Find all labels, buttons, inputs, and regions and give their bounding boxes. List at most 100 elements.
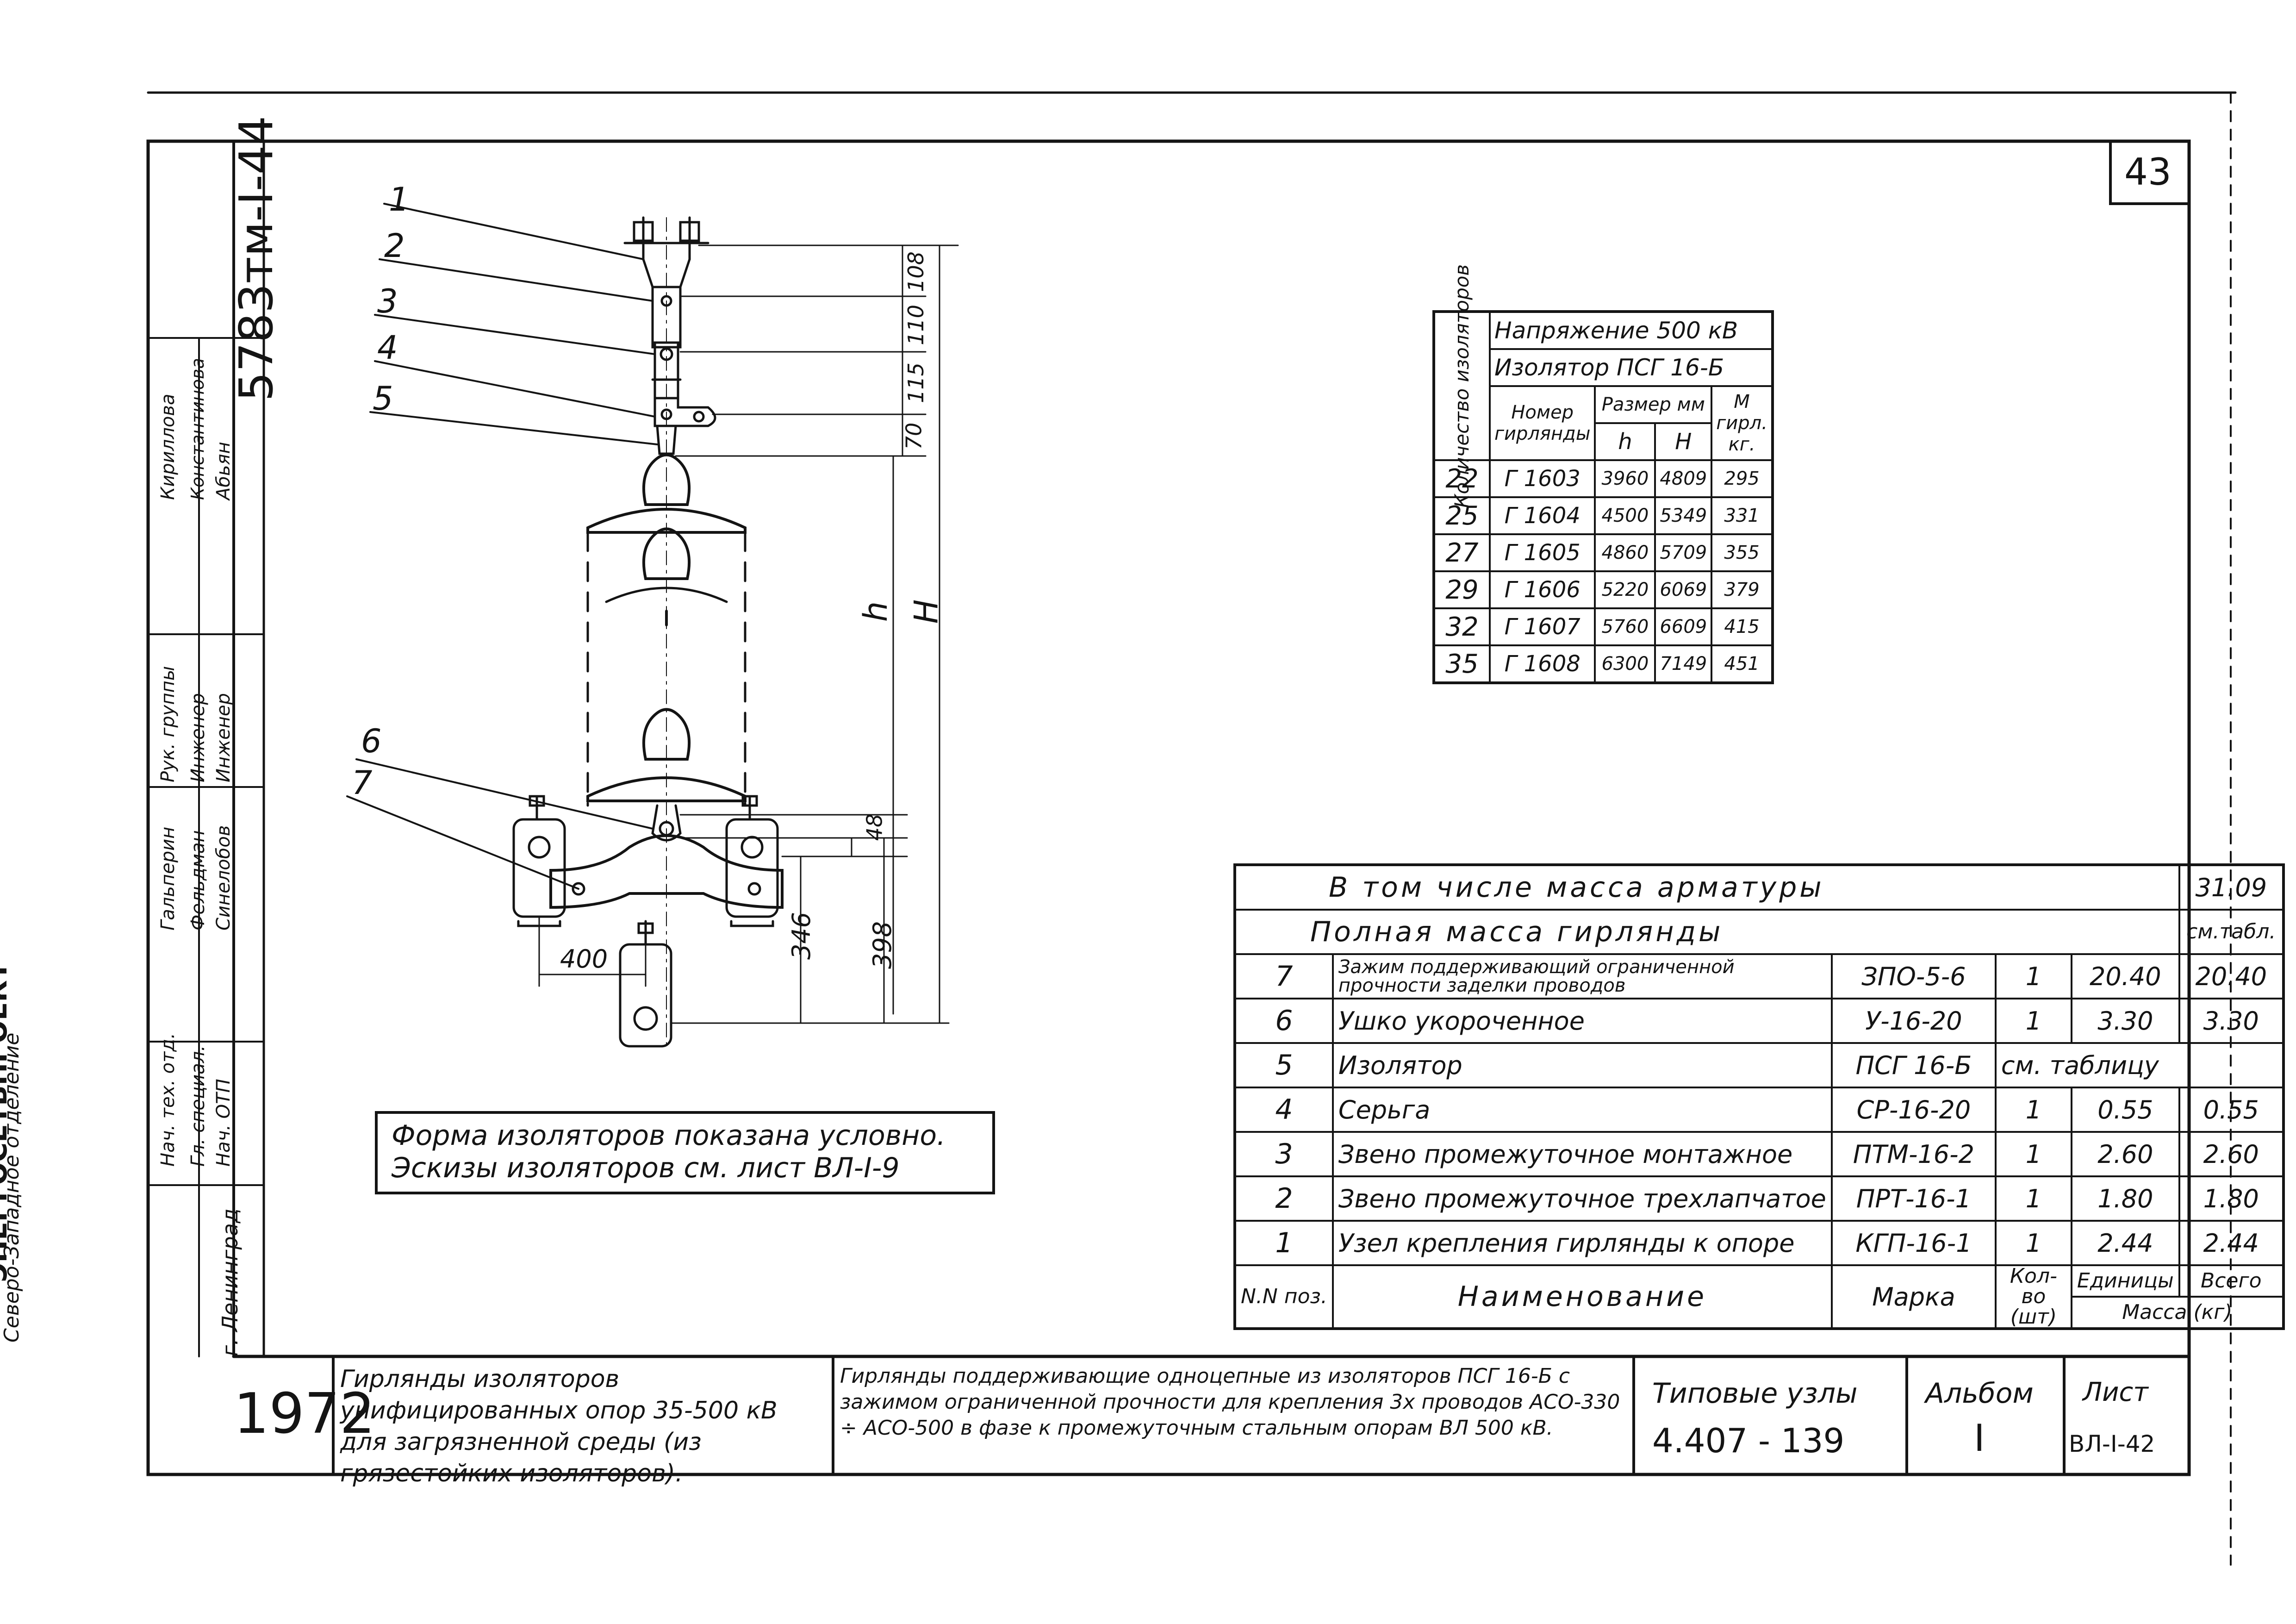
album-value: I xyxy=(1974,1417,1985,1460)
signature-role: Инженер xyxy=(213,693,234,782)
parts-header-total: Всего xyxy=(2178,1264,2284,1298)
iso-h: 6300 xyxy=(1594,644,1656,684)
part-mark: ПСГ 16-Б xyxy=(1830,1042,1997,1088)
iso-row: 27 Г 1605 4860 5709 355 xyxy=(1433,533,1773,572)
note-line-1: Форма изоляторов показана условно. xyxy=(392,1119,946,1152)
parts-row: 2 Звено промежуточное трехлапчатое ПРТ-1… xyxy=(1234,1175,2284,1222)
parts-header-mass: Масса (кг) xyxy=(2070,1295,2284,1330)
part-total-mass: 0.55 xyxy=(2178,1087,2284,1133)
iso-col-size: Размер мм xyxy=(1594,385,1713,424)
iso-H: 6609 xyxy=(1654,607,1713,646)
sheet-number: 43 xyxy=(2124,150,2172,194)
iso-count: 35 xyxy=(1433,644,1491,684)
signature-role: Рук. группы xyxy=(157,666,179,782)
part-name: Звено промежуточное трехлапчатое xyxy=(1332,1175,1833,1222)
note-line-2: Эскизы изоляторов см. лист ВЛ-I-9 xyxy=(392,1152,900,1184)
signature-role: Нач. тех. отд. xyxy=(157,1033,179,1167)
parts-table: В том числе масса арматуры 31.09 Полная … xyxy=(1233,863,2285,1330)
part-no: 1 xyxy=(1234,1220,1334,1266)
iso-number: Г 1608 xyxy=(1488,644,1596,684)
part-qty: 1 xyxy=(1994,1087,2072,1133)
part-name: Узел крепления гирлянды к опоре xyxy=(1332,1220,1833,1266)
part-qty: 1 xyxy=(1994,1220,2072,1266)
dim-H: H xyxy=(907,599,946,624)
part-qty: 1 xyxy=(1994,1131,2072,1177)
iso-row: 32 Г 1607 5760 6609 415 xyxy=(1433,607,1773,646)
part-total-mass: 20.40 xyxy=(2178,953,2284,999)
part-unit-mass: 2.60 xyxy=(2070,1131,2180,1177)
part-total-mass: 3.30 xyxy=(2178,998,2284,1044)
iso-mass: 415 xyxy=(1711,607,1773,646)
dim-400: 400 xyxy=(560,944,608,974)
iso-H: 5709 xyxy=(1654,533,1713,572)
dim-115: 115 xyxy=(903,362,928,403)
iso-count: 29 xyxy=(1433,570,1491,609)
dim-108: 108 xyxy=(903,251,928,292)
stamp-code: 5783тм-I-44 xyxy=(229,115,284,402)
iso-number: Г 1603 xyxy=(1488,459,1596,498)
signature-role: Инженер xyxy=(187,693,209,782)
dim-110: 110 xyxy=(903,305,928,345)
part-no: 6 xyxy=(1234,998,1334,1044)
iso-number: Г 1604 xyxy=(1488,496,1596,535)
sheet-label: Лист xyxy=(2083,1377,2148,1407)
iso-h: 5760 xyxy=(1594,607,1656,646)
signature-name: Фельдман xyxy=(187,830,209,931)
iso-h: 4860 xyxy=(1594,533,1656,572)
parts-header-unit: Единицы xyxy=(2070,1264,2180,1298)
signature-role: Нач. ОТП xyxy=(213,1079,234,1167)
iso-col-H: H xyxy=(1654,422,1713,461)
dim-398: 398 xyxy=(868,921,897,969)
part-mark: КГП-16-1 xyxy=(1830,1220,1997,1266)
part-total-mass: 2.44 xyxy=(2178,1220,2284,1266)
signature-role: Гл. специал. xyxy=(187,1045,209,1167)
signature-name: Константинова xyxy=(187,358,208,500)
iso-h: 3960 xyxy=(1594,459,1656,498)
fitting-mass-value: 31.09 xyxy=(2178,864,2284,911)
org-line-3: г. Ленинград xyxy=(218,1208,243,1356)
part-unit-mass: 1.80 xyxy=(2070,1175,2180,1222)
callout-4: 4 xyxy=(377,329,398,367)
part-name: Серьга xyxy=(1332,1087,1833,1133)
parts-header-mark: Марка xyxy=(1830,1264,1997,1330)
iso-mass: 379 xyxy=(1711,570,1773,609)
iso-count: 27 xyxy=(1433,533,1491,572)
iso-number: Г 1605 xyxy=(1488,533,1596,572)
part-mark: ПТМ-16-2 xyxy=(1830,1131,1997,1177)
part-qty: см. таблицу xyxy=(1994,1042,2284,1088)
parts-header-name: Наименование xyxy=(1332,1264,1833,1330)
typical-units-label: Типовые узлы xyxy=(1652,1377,1858,1410)
parts-header-no: N.N поз. xyxy=(1234,1264,1334,1330)
parts-row: 1 Узел крепления гирлянды к опоре КГП-16… xyxy=(1234,1220,2284,1266)
part-mark: СР-16-20 xyxy=(1830,1087,1997,1133)
total-mass-value: см.табл. xyxy=(2178,909,2284,955)
dim-48: 48 xyxy=(862,813,887,841)
iso-mass: 451 xyxy=(1711,644,1773,684)
part-unit-mass: 3.30 xyxy=(2070,998,2180,1044)
callout-7: 7 xyxy=(352,764,373,802)
callout-1: 1 xyxy=(389,181,410,219)
part-qty: 1 xyxy=(1994,1175,2072,1222)
parts-row: 6 Ушко укороченное У-16-20 1 3.30 3.30 xyxy=(1234,998,2284,1044)
parts-row: 4 Серьга СР-16-20 1 0.55 0.55 xyxy=(1234,1087,2284,1133)
part-qty: 1 xyxy=(1994,953,2072,999)
iso-mass: 295 xyxy=(1711,459,1773,498)
iso-col-h: h xyxy=(1594,422,1656,461)
part-no: 5 xyxy=(1234,1042,1334,1088)
iso-side-header: Количество изоляторов xyxy=(1433,264,1491,508)
typical-units-value: 4.407 - 139 xyxy=(1652,1421,1845,1460)
iso-col-number: Номер гирлянды xyxy=(1488,385,1596,461)
signature-name: Синелобов xyxy=(213,825,234,931)
org-line-2: Северо-Западное отделение xyxy=(0,1032,24,1343)
dim-70: 70 xyxy=(901,422,927,450)
part-name: Зажим поддерживающий ограниченной прочно… xyxy=(1332,953,1833,999)
iso-mass: 355 xyxy=(1711,533,1773,572)
part-mark: ЗПО-5-6 xyxy=(1830,953,1997,999)
sheet-title: Гирлянды поддерживающие одноцепные из из… xyxy=(840,1364,1620,1440)
part-total-mass: 2.60 xyxy=(2178,1131,2284,1177)
iso-H: 7149 xyxy=(1654,644,1713,684)
callout-6: 6 xyxy=(361,722,382,760)
part-no: 7 xyxy=(1234,953,1334,999)
iso-number: Г 1606 xyxy=(1488,570,1596,609)
part-no: 3 xyxy=(1234,1131,1334,1177)
